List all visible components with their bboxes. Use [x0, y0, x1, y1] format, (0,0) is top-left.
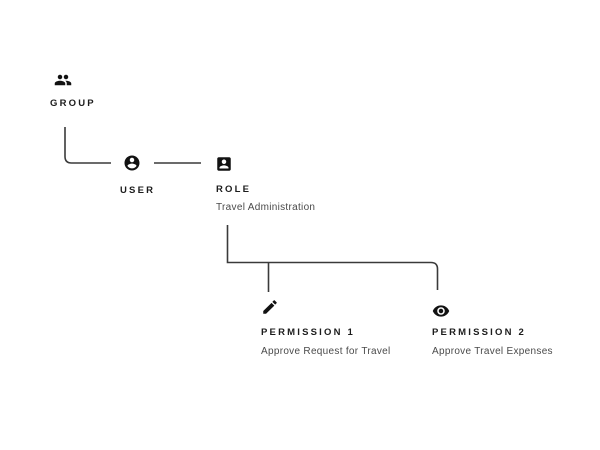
- connector-role-to-permission-2: [226, 225, 439, 290]
- permission-2-sublabel: Approve Travel Expenses: [432, 346, 553, 357]
- group-icon: [54, 71, 72, 89]
- pencil-icon: [261, 298, 279, 316]
- role-badge-icon: [215, 155, 233, 173]
- permission-1-label: PERMISSION 1: [261, 327, 355, 338]
- permission-2-label: PERMISSION 2: [432, 327, 526, 338]
- permission-1-sublabel: Approve Request for Travel: [261, 346, 391, 357]
- user-icon: [123, 154, 141, 172]
- role-label: ROLE: [216, 184, 252, 195]
- user-label: USER: [120, 185, 156, 196]
- role-sublabel: Travel Administration: [216, 202, 316, 213]
- eye-icon: [432, 302, 450, 320]
- group-label: GROUP: [50, 98, 96, 109]
- connector-group-to-user: [64, 127, 111, 164]
